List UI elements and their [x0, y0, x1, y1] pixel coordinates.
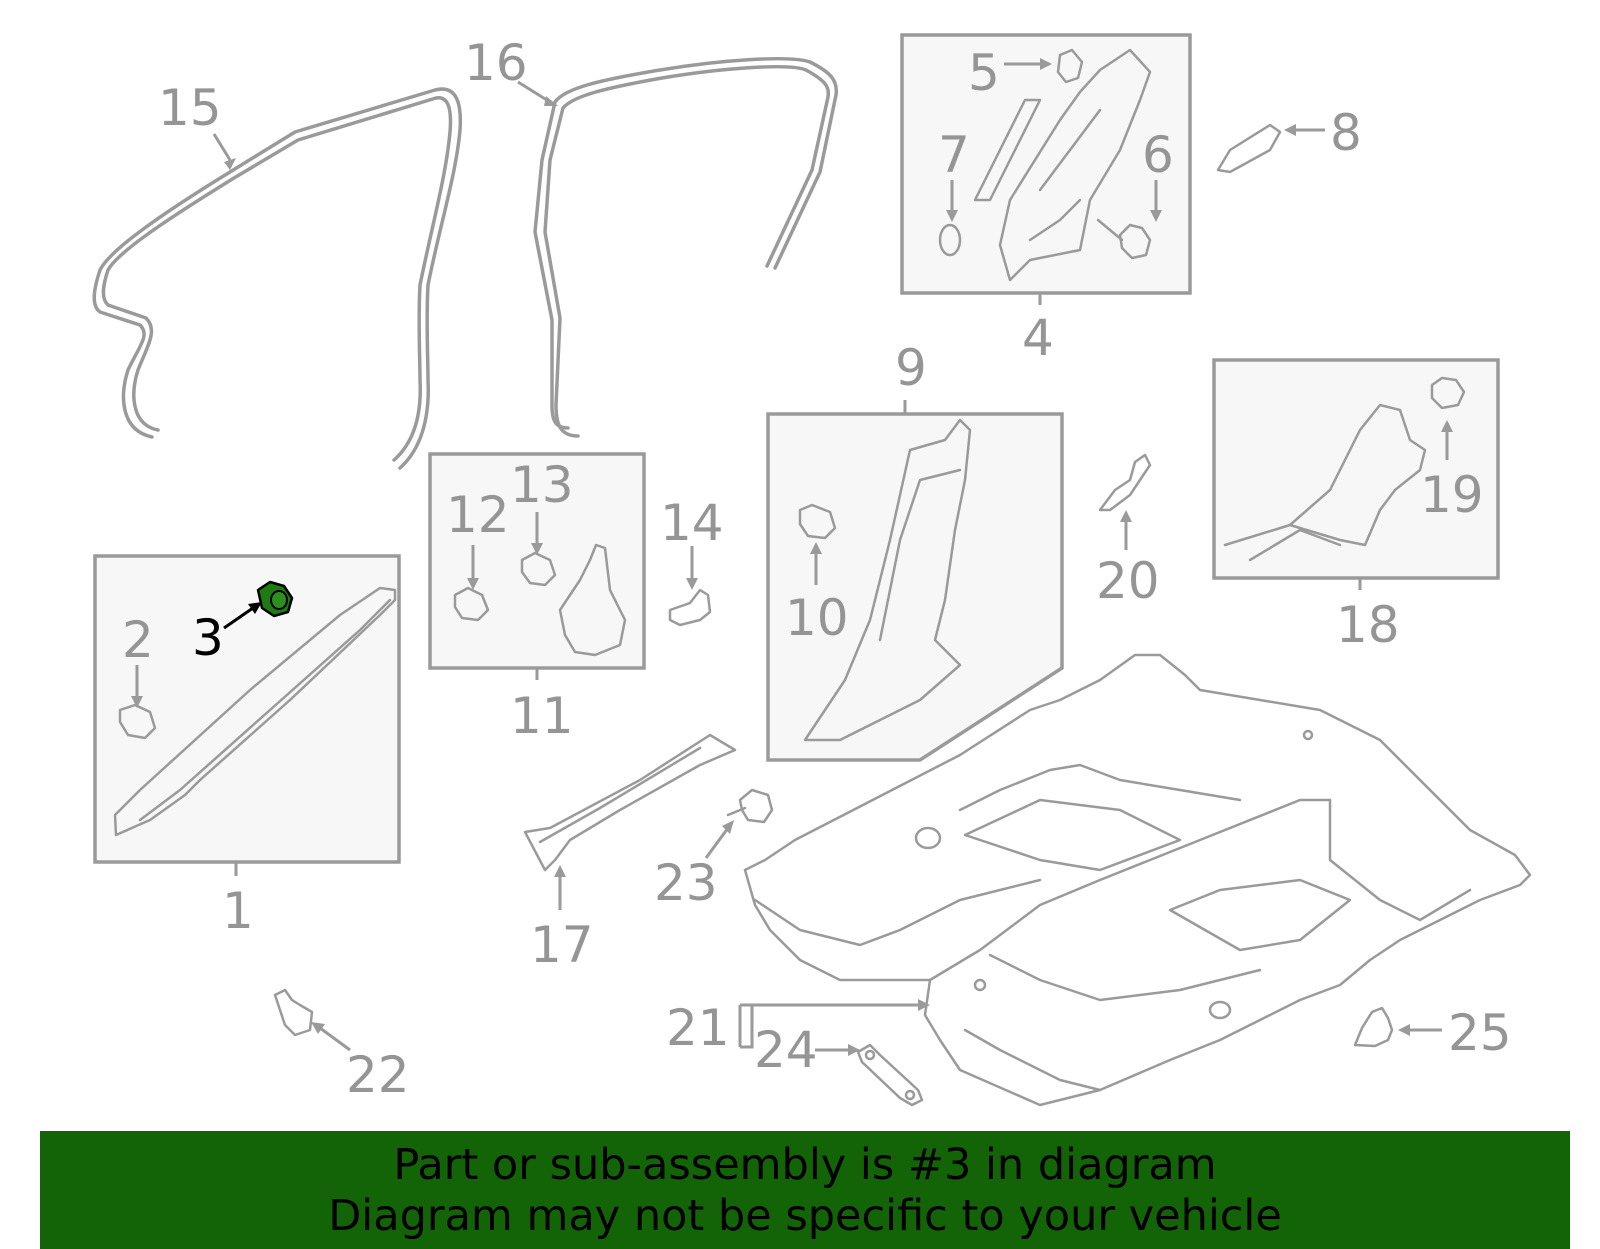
callout-13: 13	[510, 456, 574, 514]
callout-19: 19	[1420, 466, 1484, 524]
callout-4: 4	[1022, 309, 1054, 367]
callout-6: 6	[1142, 126, 1174, 184]
part-21-floor-carpet	[743, 653, 1532, 1107]
callout-8: 8	[1330, 104, 1362, 162]
callout-12: 12	[446, 486, 510, 544]
part-3-clip-highlighted	[256, 580, 294, 618]
callout-25: 25	[1448, 1004, 1512, 1062]
part-13-clip	[520, 551, 557, 587]
callout-15: 15	[158, 79, 222, 137]
part-12-clip	[453, 586, 490, 622]
callout-9: 9	[895, 339, 927, 397]
part-23-clip	[726, 788, 774, 824]
part-18-trim-panel	[1223, 403, 1427, 562]
callout-10: 10	[785, 589, 849, 647]
part-1-garnish	[113, 586, 397, 837]
part-14-clip	[668, 588, 712, 627]
part-4-pillar-trim	[998, 48, 1152, 282]
callout-3: 3	[192, 609, 224, 667]
part-25-clip	[1353, 1006, 1394, 1048]
callout-17: 17	[530, 916, 594, 974]
info-banner: Part or sub-assembly is #3 in diagram Di…	[40, 1131, 1570, 1249]
callout-7: 7	[938, 126, 970, 184]
part-19-clip	[1430, 376, 1466, 410]
part-9-pillar-trim	[803, 418, 972, 742]
callout-18: 18	[1336, 596, 1400, 654]
part-10-clip	[798, 503, 837, 540]
assembly-box-18	[1212, 358, 1500, 580]
assembly-box-11	[428, 452, 646, 670]
callout-11: 11	[510, 687, 574, 745]
callout-2: 2	[122, 611, 154, 669]
part-5-clip	[1056, 48, 1084, 84]
assembly-box-9	[766, 412, 1064, 762]
callout-5: 5	[968, 44, 1000, 102]
part-6-bolt	[1096, 218, 1152, 260]
part-17-sill-plate	[523, 733, 737, 872]
part-11-trim	[558, 543, 627, 657]
callout-20: 20	[1096, 552, 1160, 610]
assembly-box-4	[900, 33, 1192, 295]
part-7-strip	[938, 98, 1042, 257]
part-20-clip	[1098, 453, 1152, 512]
callout-24: 24	[754, 1021, 818, 1079]
callout-23: 23	[654, 854, 718, 912]
callout-1: 1	[222, 882, 254, 940]
part-16-weatherstrip	[533, 56, 839, 438]
part-24-bracket	[856, 1043, 924, 1107]
part-8-bracket	[1216, 123, 1282, 174]
callout-14: 14	[660, 494, 724, 552]
callout-22: 22	[346, 1046, 410, 1104]
callout-16: 16	[464, 34, 528, 92]
banner-line-2: Diagram may not be specific to your vehi…	[328, 1191, 1282, 1241]
part-15-weatherstrip	[92, 87, 463, 470]
callout-21: 21	[666, 999, 730, 1057]
part-22-clip	[273, 988, 314, 1037]
banner-line-1: Part or sub-assembly is #3 in diagram	[393, 1140, 1217, 1190]
assembly-box-1	[93, 554, 401, 864]
